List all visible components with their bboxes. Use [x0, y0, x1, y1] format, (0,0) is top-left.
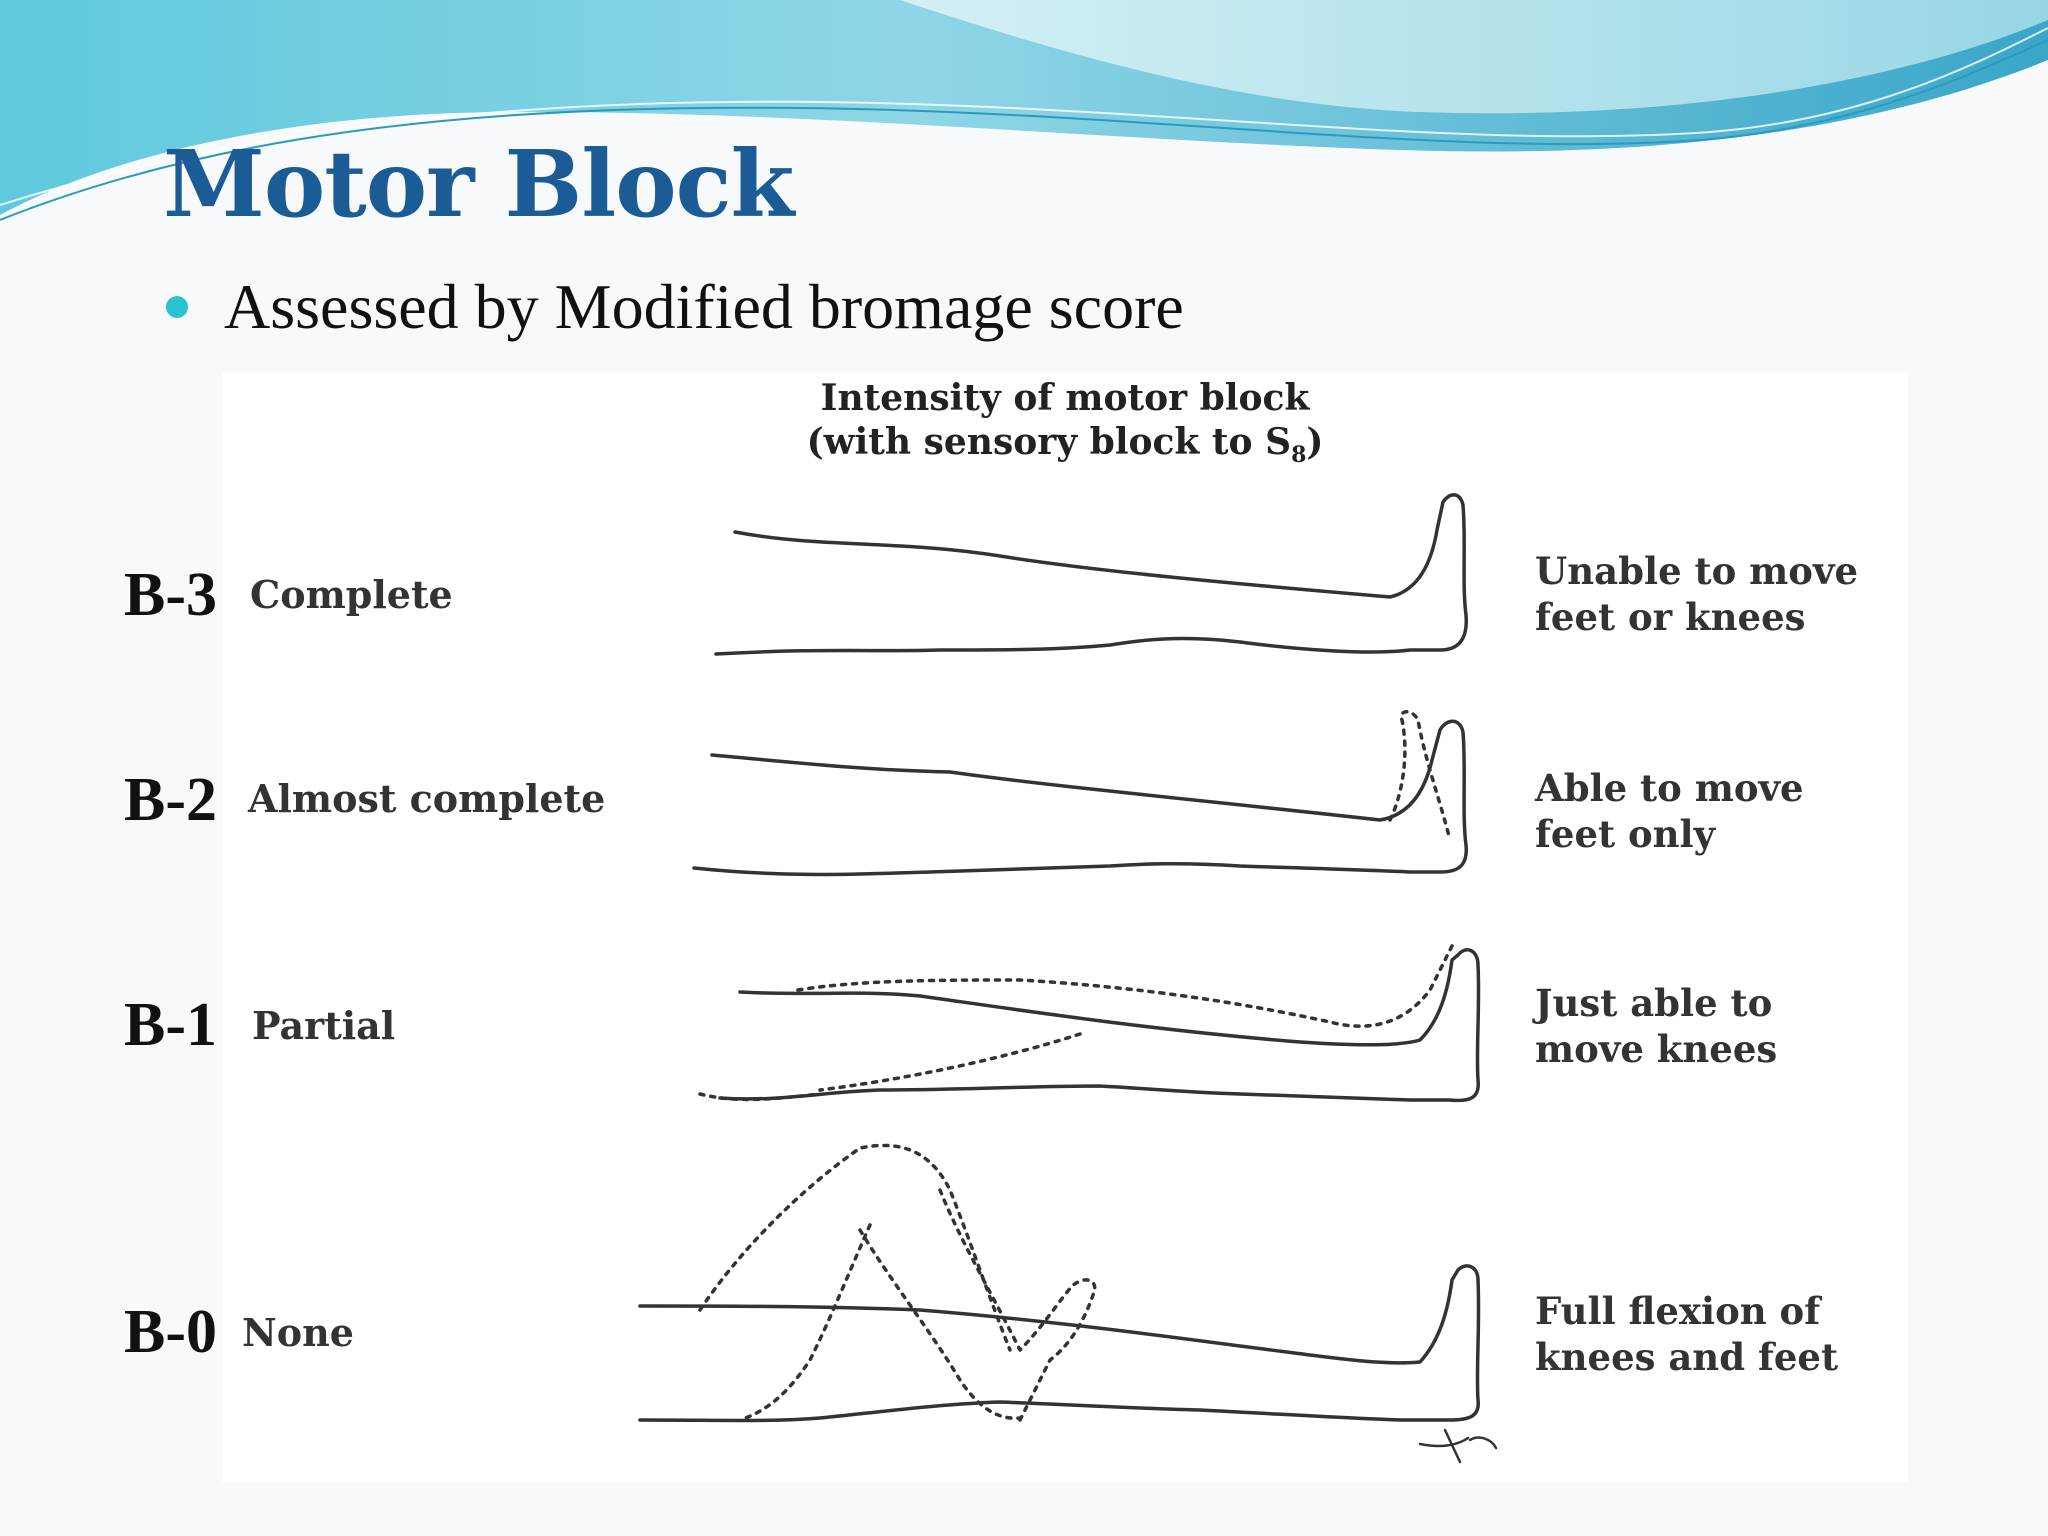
result-text-b0: Full flexion of knees and feet — [1535, 1289, 1839, 1379]
header-wave-banner — [0, 0, 2048, 221]
slide-title: Motor Block — [163, 130, 794, 238]
bullet-point: Assessed by Modified bromage score — [166, 270, 1184, 344]
leg-drawing-complete — [714, 493, 1468, 656]
result-text-b1: Just able to move knees — [1535, 981, 1778, 1071]
figure-title: Intensity of motor block (with sensory b… — [222, 372, 1908, 477]
grade-label-b1: B-1 — [124, 991, 217, 1059]
leg-drawing-partial — [698, 938, 1481, 1103]
grade-label-b0: B-0 — [124, 1298, 217, 1366]
bromage-figure-panel: Intensity of motor block (with sensory b… — [222, 372, 1908, 1482]
result-text-b2: Able to move feet only — [1535, 766, 1804, 856]
grade-label-b3: B-3 — [124, 561, 217, 629]
figure-title-line1: Intensity of motor block — [820, 377, 1310, 419]
intensity-label-partial: Partial — [252, 1003, 396, 1048]
bullet-dot-icon — [166, 296, 188, 318]
leg-drawing-none — [638, 1143, 1498, 1464]
leg-drawing-almost-complete — [692, 710, 1468, 877]
grade-label-b2: B-2 — [124, 766, 217, 834]
bullet-text: Assessed by Modified bromage score — [224, 271, 1184, 342]
result-text-b3: Unable to move feet or knees — [1535, 549, 1859, 639]
figure-title-line2: (with sensory block to S8) — [806, 421, 1324, 469]
intensity-label-complete: Complete — [250, 572, 453, 617]
intensity-label-none: None — [242, 1310, 354, 1355]
intensity-label-almost-complete: Almost complete — [248, 776, 606, 821]
